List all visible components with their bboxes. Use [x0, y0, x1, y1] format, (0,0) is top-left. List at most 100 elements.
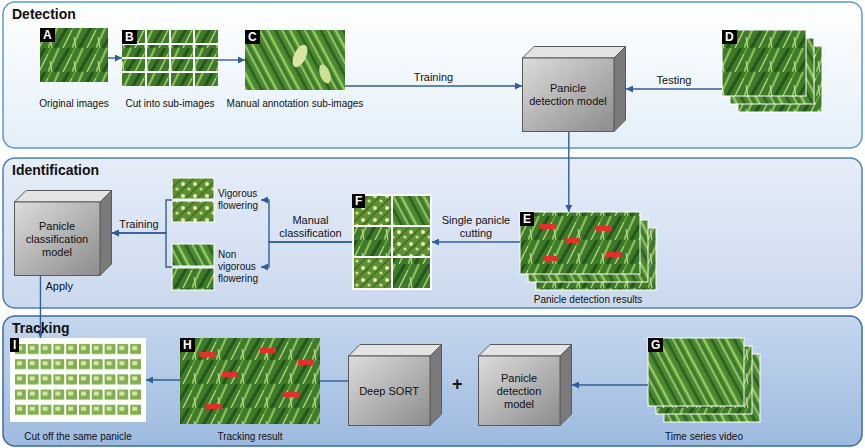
photo-detail — [260, 348, 276, 353]
photo-detail — [540, 224, 556, 229]
photo-vigorous — [172, 178, 214, 222]
flow-arrow — [572, 384, 648, 385]
image-caption: Cut off the same panicle — [24, 431, 132, 442]
image-caption: Panicle detection results — [534, 294, 642, 305]
photo-detail — [222, 372, 238, 377]
cube-top — [15, 191, 112, 203]
photo-frame: HTracking result — [180, 338, 320, 424]
photo-stack-d — [722, 30, 822, 112]
photo-detail — [206, 404, 222, 409]
text-holder: Panicle detection model — [527, 82, 609, 108]
photo-detail — [245, 30, 345, 90]
photo-detail — [544, 256, 558, 261]
model-face: Panicle detection model — [522, 58, 614, 132]
edge-label-holder: Testing — [657, 74, 692, 87]
photo-h — [180, 338, 320, 424]
panel-letter: E — [523, 212, 531, 226]
photo-frame: AOriginal images — [40, 28, 108, 82]
text-holder: Tracking result — [217, 431, 282, 443]
flow-arrow — [218, 59, 245, 60]
text-holder: I — [10, 338, 19, 352]
flow-arrow — [345, 85, 522, 86]
text-holder: F — [352, 194, 365, 208]
photo-detail — [10, 338, 146, 422]
panel-letter: D — [725, 30, 734, 44]
sample-group: Vigorous flowering — [172, 178, 261, 222]
edge-label: Single panicle cutting — [442, 214, 511, 239]
text-holder: Non vigorous flowering — [218, 249, 261, 285]
photo-detail — [14, 342, 142, 418]
text-holder: G — [648, 338, 663, 352]
photo-frame: BCut into sub-images — [122, 30, 218, 86]
class-label: Vigorous flowering — [218, 188, 258, 211]
panel-letter: B — [125, 30, 134, 44]
edge-label: Testing — [657, 74, 692, 86]
photo-frame: ICut off the same panicle — [10, 338, 146, 422]
flow-arrow — [112, 233, 172, 267]
image-caption: Manual annotation sub-images — [227, 98, 364, 109]
image-caption: Time series video — [665, 431, 743, 442]
text-holder: Detection — [12, 6, 76, 22]
text-holder: A — [40, 28, 55, 42]
edge-label-holder: Apply — [45, 280, 73, 293]
text-holder: Cut into sub-images — [126, 98, 215, 110]
photo-c — [245, 30, 345, 90]
cube-side — [100, 191, 112, 276]
photo-frame: F — [352, 194, 432, 290]
model-box: Panicle detection model — [478, 344, 572, 426]
image-caption: Cut into sub-images — [126, 98, 215, 109]
photo-detail — [317, 63, 333, 85]
photo-detail — [393, 258, 430, 288]
photo-b — [122, 30, 218, 86]
cube-top — [479, 345, 572, 357]
flow-arrow — [568, 132, 569, 212]
model-label: Deep SORT — [359, 385, 419, 397]
model-face: Panicle classification model — [14, 202, 100, 276]
panel-title: Tracking — [12, 320, 70, 336]
model-box: Panicle detection model — [522, 46, 626, 132]
text-holder: Panicle classification model — [19, 220, 95, 259]
edge-label-holder: Training — [414, 71, 453, 84]
text-holder: B — [122, 30, 137, 44]
photo-detail — [172, 201, 214, 222]
photo-detail — [648, 338, 744, 406]
free-label-holder: + — [452, 374, 463, 394]
image-caption: Original images — [39, 98, 108, 109]
model-box: Deep SORT — [348, 344, 442, 426]
cube-side — [614, 47, 626, 132]
cube-side — [560, 345, 572, 426]
model-face: Deep SORT — [348, 356, 430, 426]
model-label: Panicle classification model — [26, 220, 88, 258]
photo-detail — [40, 28, 108, 82]
panel-title: Identification — [12, 162, 99, 178]
photo-detail — [596, 226, 612, 231]
text-holder: Manual annotation sub-images — [227, 98, 364, 110]
edge-label: Manual classification — [279, 214, 341, 239]
image-caption: Tracking result — [217, 431, 282, 442]
photo-detail — [520, 212, 640, 274]
text-holder: C — [245, 30, 260, 44]
panel-letter: A — [43, 28, 52, 42]
photo-detail — [284, 392, 300, 397]
flow-arrow — [146, 379, 180, 380]
text-holder: Vigorous flowering — [218, 188, 261, 212]
text-holder: Original images — [39, 98, 108, 110]
edge-label-holder: Manual classification — [272, 214, 349, 240]
photo-detail — [298, 360, 314, 365]
edge-label-holder: Training — [119, 218, 158, 231]
cube-top — [523, 47, 626, 59]
model-box: Panicle classification model — [14, 190, 112, 276]
photo-frame: D — [722, 30, 822, 112]
photo-frame: GTime series video — [648, 338, 760, 422]
text-holder: E — [520, 212, 534, 226]
panel-title: Detection — [12, 6, 76, 22]
photo-detail — [122, 30, 218, 86]
photo-detail — [180, 338, 320, 424]
photo-detail — [352, 194, 432, 290]
photo-detail — [393, 196, 430, 225]
text-holder: Cut off the same panicle — [24, 431, 132, 443]
text-holder: Tracking — [12, 320, 70, 336]
cube-top — [349, 345, 442, 357]
photo-detail — [122, 30, 218, 86]
model-face: Panicle detection model — [478, 356, 560, 426]
